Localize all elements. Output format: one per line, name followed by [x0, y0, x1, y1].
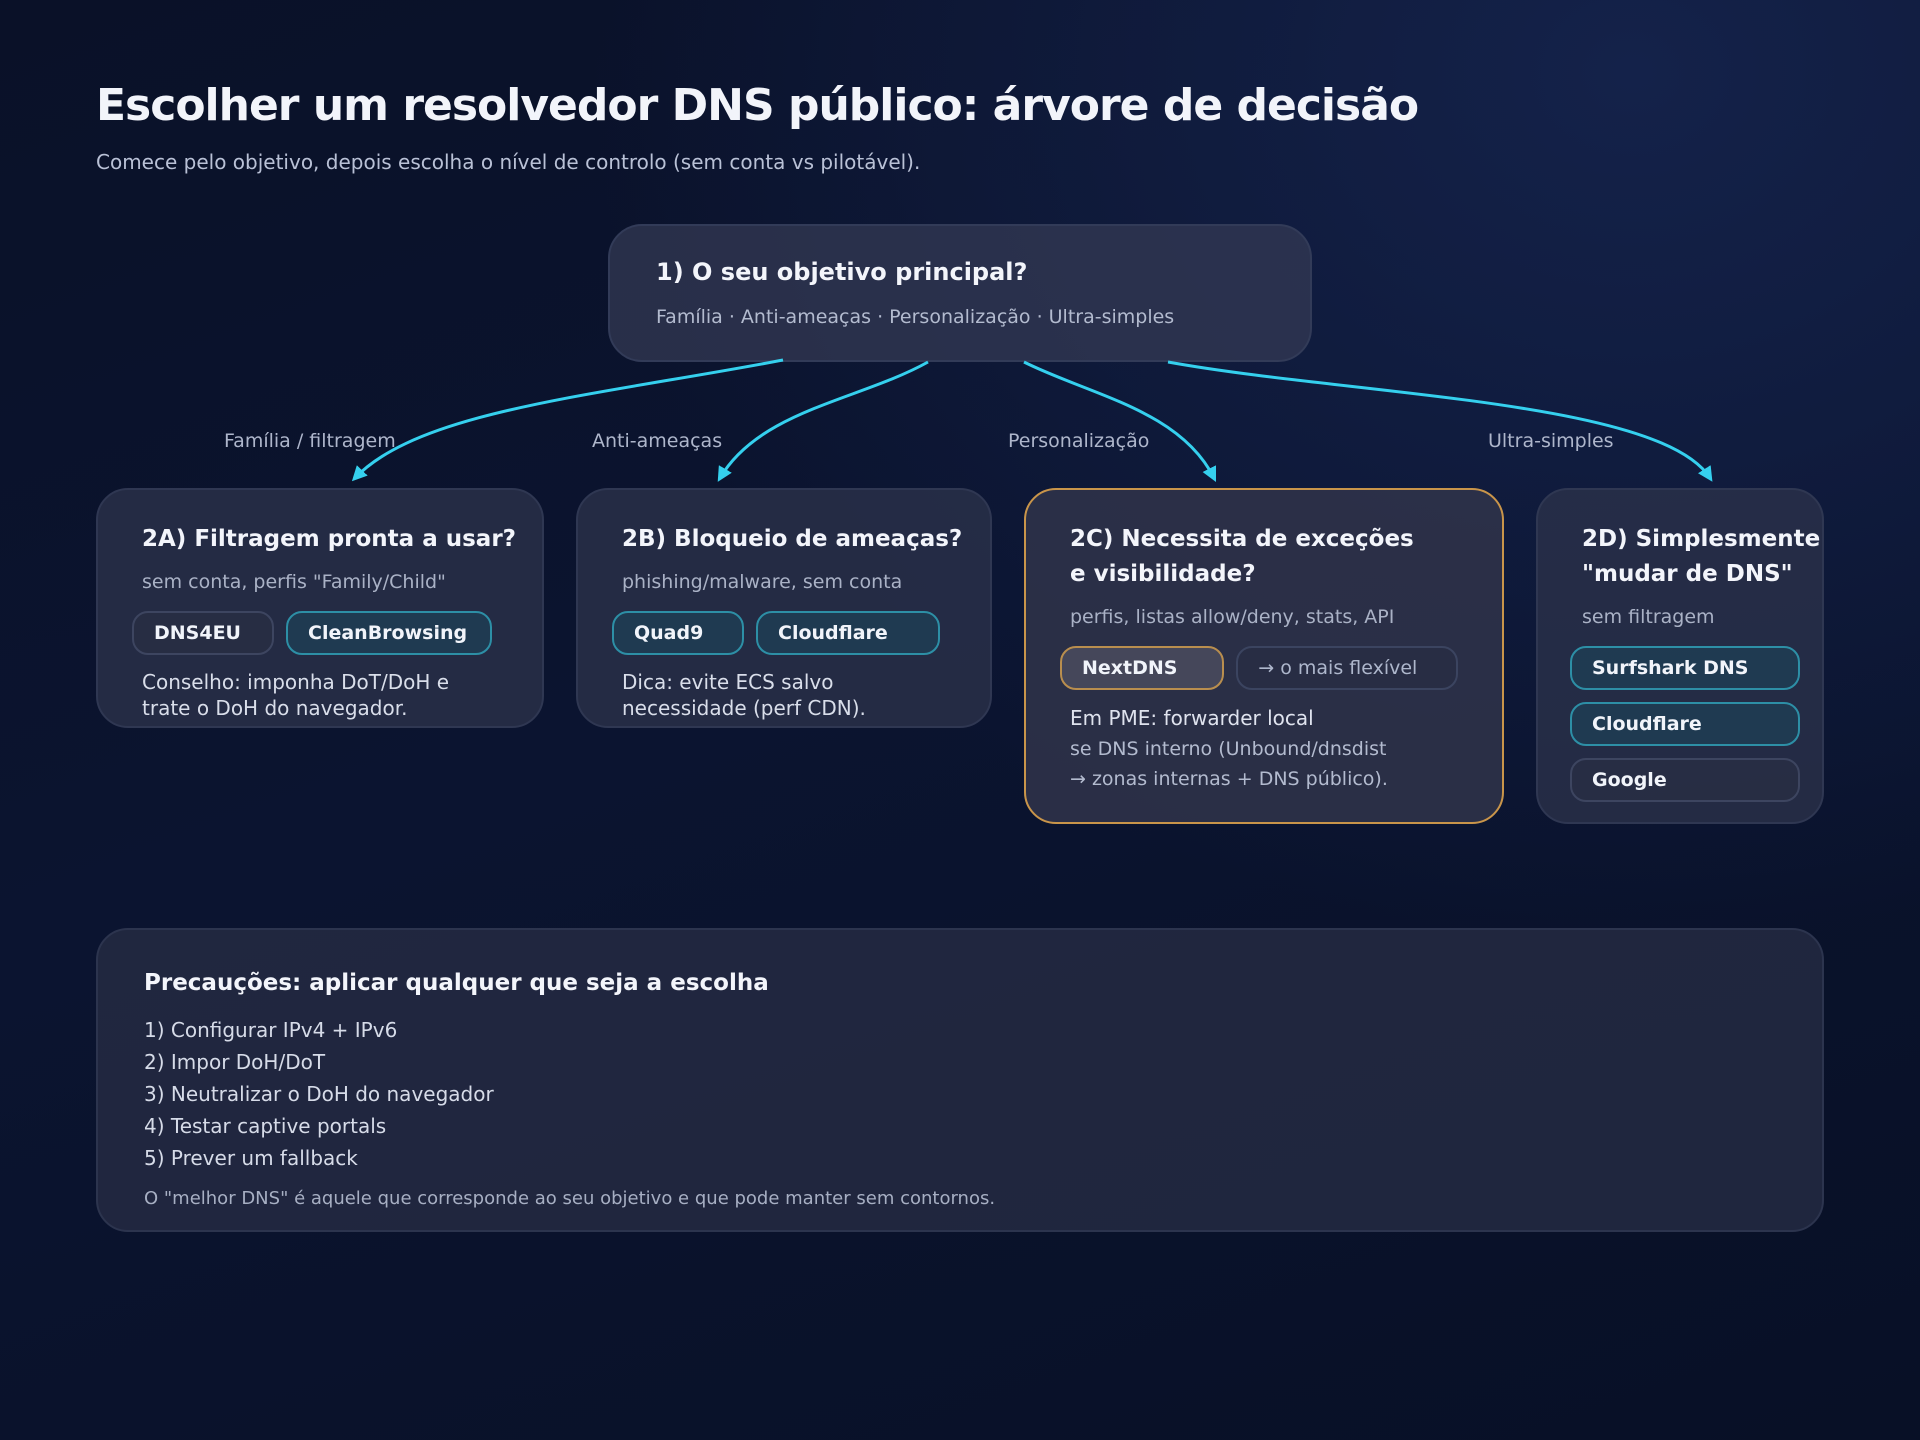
precautions-panel: Precauções: aplicar qualquer que seja a …: [96, 928, 1824, 1232]
root-question: 1) O seu objetivo principal?: [656, 258, 1028, 286]
card-custom-title-line1: 2C) Necessita de exceções: [1070, 526, 1414, 552]
precaution-item: 3) Neutralizar o DoH do navegador: [144, 1082, 494, 1106]
root-question-node: 1) O seu objetivo principal? Família · A…: [608, 224, 1312, 362]
chip-cleanbrowsing[interactable]: CleanBrowsing: [286, 611, 492, 655]
chip-note-most-flexible: → o mais flexível: [1236, 646, 1458, 690]
precaution-item: 5) Prever um fallback: [144, 1146, 358, 1170]
branch-label-custom: Personalização: [1008, 430, 1150, 452]
card-simple-title: 2D) Simplesmente "mudar de DNS": [1582, 522, 1820, 592]
precautions-footer: O "melhor DNS" é aquele que corresponde …: [144, 1188, 996, 1209]
card-threat-title: 2B) Bloqueio de ameaças?: [622, 526, 963, 552]
card-filtering-subtitle: sem conta, perfis "Family/Child": [142, 571, 446, 593]
chip-google[interactable]: Google: [1570, 758, 1800, 802]
card-custom-smb-line1: se DNS interno (Unbound/dnsdist: [1070, 738, 1387, 760]
page-title: Escolher um resolvedor DNS público: árvo…: [96, 80, 1419, 131]
page-subtitle: Comece pelo objetivo, depois escolha o n…: [96, 150, 921, 174]
card-filtering: 2A) Filtragem pronta a usar? sem conta, …: [96, 488, 544, 728]
chip-quad9[interactable]: Quad9: [612, 611, 744, 655]
card-filtering-advice: Conselho: imponha DoT/DoH e trate o DoH …: [142, 670, 450, 720]
card-simple-subtitle: sem filtragem: [1582, 606, 1715, 628]
card-simple: 2D) Simplesmente "mudar de DNS" sem filt…: [1536, 488, 1824, 824]
chip-nextdns[interactable]: NextDNS: [1060, 646, 1225, 690]
card-threat-subtitle: phishing/malware, sem conta: [622, 571, 903, 593]
precaution-item: 2) Impor DoH/DoT: [144, 1050, 326, 1074]
precaution-item: 4) Testar captive portals: [144, 1114, 387, 1138]
card-custom-subtitle: perfis, listas allow/deny, stats, API: [1070, 606, 1395, 628]
chip-cloudflare-simple[interactable]: Cloudflare: [1570, 702, 1800, 746]
card-threat-advice: Dica: evite ECS salvo necessidade (perf …: [622, 670, 866, 720]
chip-surfshark-dns[interactable]: Surfshark DNS: [1570, 646, 1800, 690]
card-simple-title-line2: "mudar de DNS": [1582, 561, 1793, 587]
card-threat-blocking: 2B) Bloqueio de ameaças? phishing/malwar…: [576, 488, 992, 728]
connector-threats: [717, 360, 929, 482]
root-options: Família · Anti-ameaças · Personalização …: [656, 306, 1175, 328]
connector-simple: [1167, 360, 1713, 482]
chip-dns4eu[interactable]: DNS4EU: [132, 611, 274, 655]
branch-label-simple: Ultra-simples: [1488, 430, 1614, 452]
card-custom-title-line2: e visibilidade?: [1070, 561, 1256, 587]
card-customization: 2C) Necessita de exceções e visibilidade…: [1024, 488, 1504, 824]
card-custom-smb-title: Em PME: forwarder local: [1070, 706, 1314, 730]
connector-custom: [1023, 360, 1217, 483]
precautions-title: Precauções: aplicar qualquer que seja a …: [144, 970, 769, 996]
precautions-list: 1) Configurar IPv4 + IPv6 2) Impor DoH/D…: [144, 1014, 1776, 1174]
card-custom-smb-line2: → zonas internas + DNS público).: [1070, 768, 1388, 790]
card-simple-title-line1: 2D) Simplesmente: [1582, 526, 1821, 552]
connector-family: [351, 358, 784, 482]
chip-cloudflare[interactable]: Cloudflare: [756, 611, 940, 655]
branch-label-family: Família / filtragem: [224, 430, 396, 452]
card-custom-title: 2C) Necessita de exceções e visibilidade…: [1070, 522, 1458, 592]
precaution-item: 1) Configurar IPv4 + IPv6: [144, 1018, 398, 1042]
card-filtering-title: 2A) Filtragem pronta a usar?: [142, 526, 516, 552]
branch-label-threats: Anti-ameaças: [592, 430, 723, 452]
